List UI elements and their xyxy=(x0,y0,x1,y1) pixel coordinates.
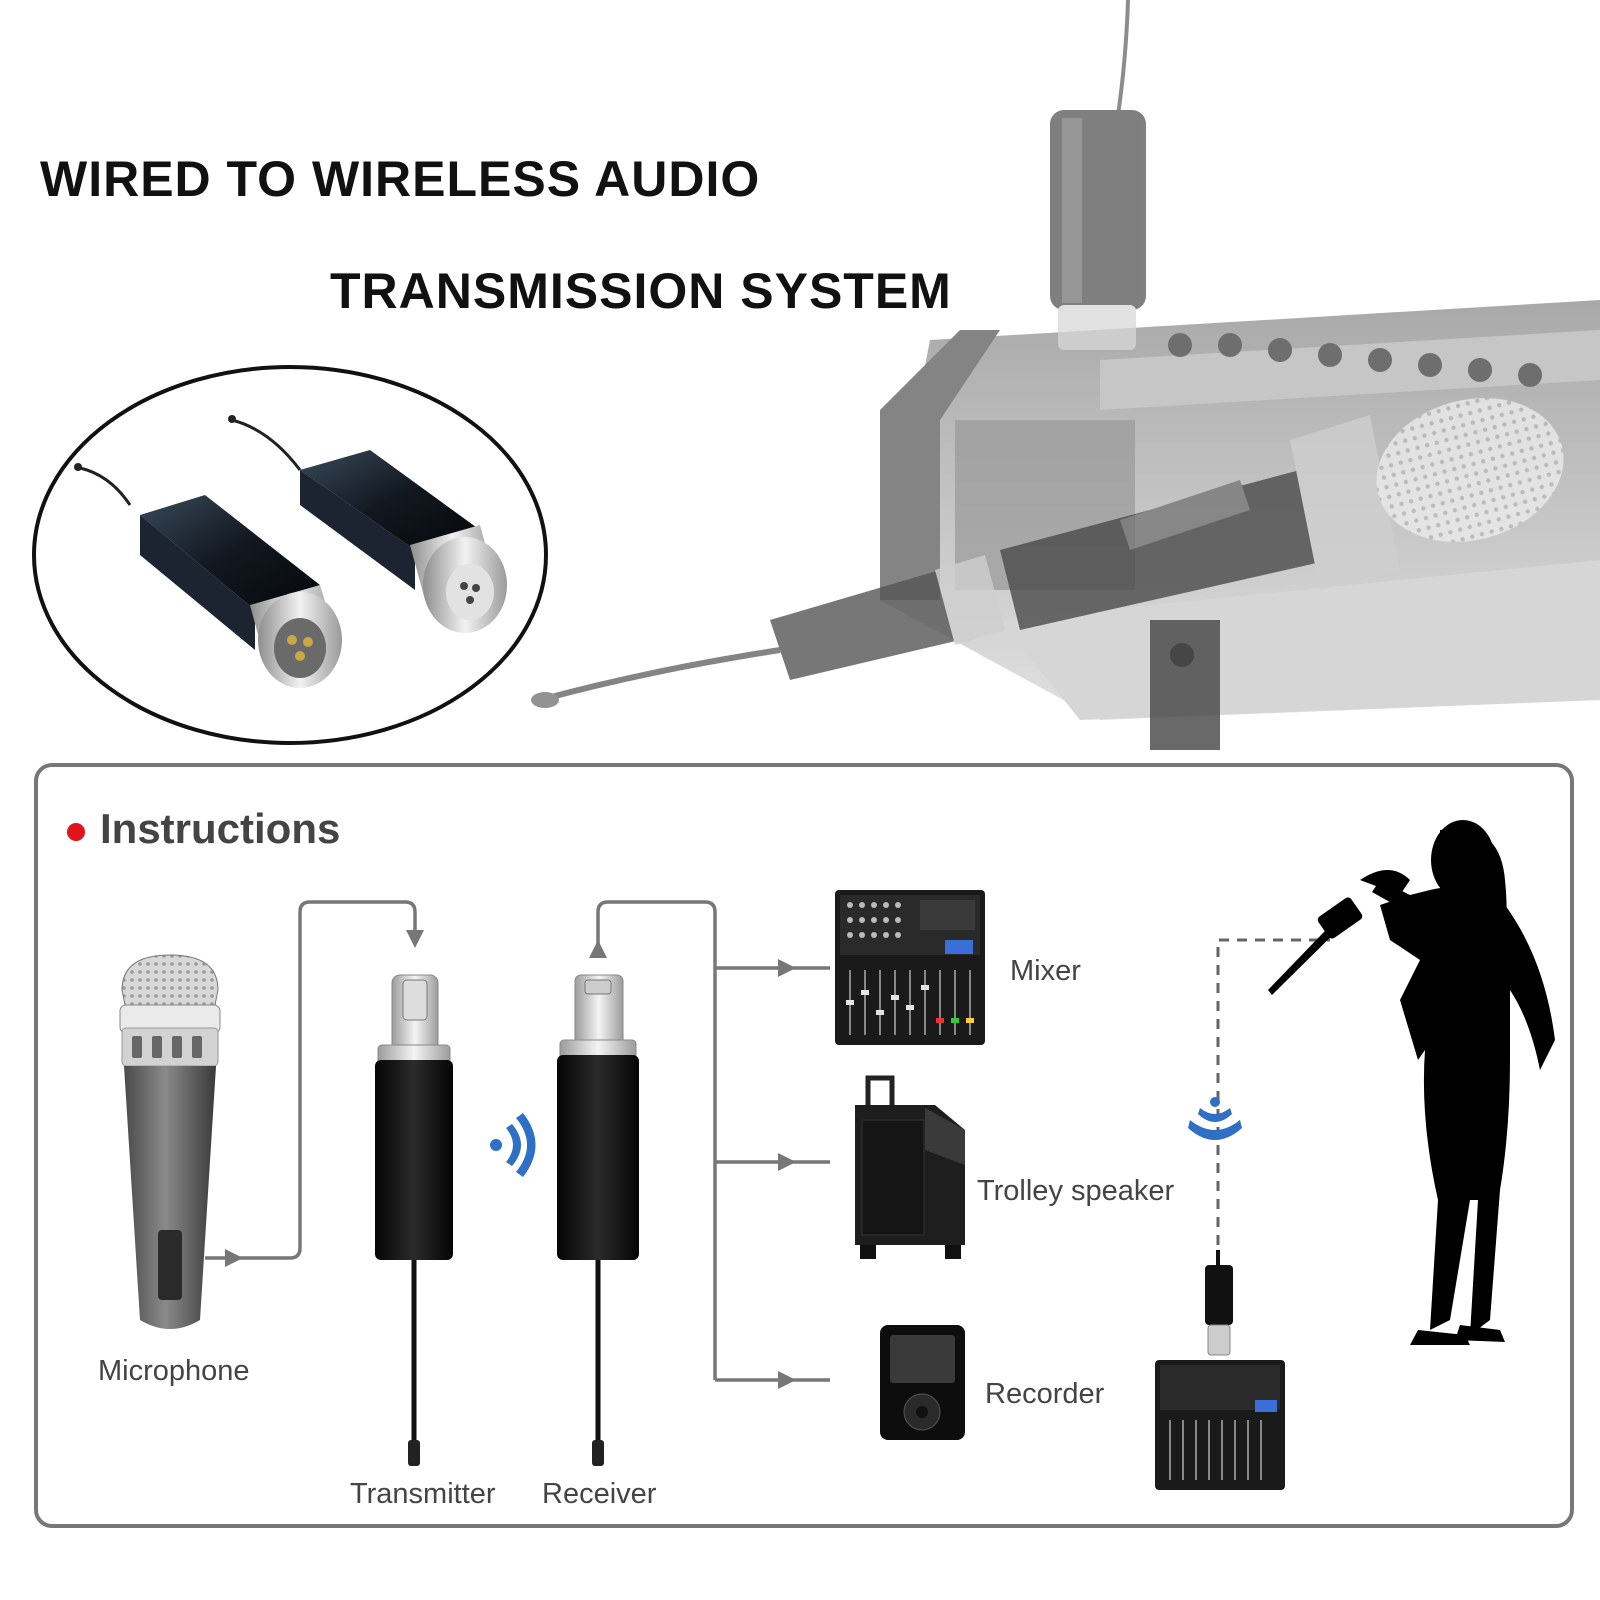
product-receiver-unit xyxy=(228,415,507,633)
bottom-mixer-icon xyxy=(1155,1360,1285,1490)
hanging-adapter xyxy=(1050,0,1146,350)
instructions-bullet xyxy=(67,823,85,841)
hero-microphone xyxy=(531,398,1564,750)
connector-lines xyxy=(205,900,830,1382)
instructions-heading: Instructions xyxy=(100,805,341,852)
label-microphone: Microphone xyxy=(98,1355,250,1387)
recorder-icon xyxy=(880,1325,965,1440)
label-recorder: Recorder xyxy=(985,1378,1105,1410)
receiver-icon xyxy=(557,974,639,1466)
product-transmitter-unit xyxy=(74,463,342,688)
wireless-signal-icon xyxy=(490,1113,536,1177)
dashed-connection xyxy=(1216,938,1330,1245)
instructions-panel xyxy=(34,763,1574,1528)
title-line-1: WIRED TO WIRELESS AUDIO xyxy=(40,151,761,207)
singer-silhouette-icon xyxy=(1268,820,1555,1345)
mixer-icon xyxy=(835,890,985,1045)
trolley-speaker-icon xyxy=(855,1075,965,1259)
transmitter-icon xyxy=(375,974,453,1466)
hero-illustration xyxy=(32,0,1600,750)
label-mixer: Mixer xyxy=(1010,955,1081,987)
label-trolley-speaker: Trolley speaker xyxy=(977,1175,1175,1207)
product-photo-frame xyxy=(32,365,548,745)
label-transmitter: Transmitter xyxy=(350,1478,496,1510)
wireless-signal-icon-2 xyxy=(1188,1097,1242,1140)
title-line-2: TRANSMISSION SYSTEM xyxy=(330,263,952,319)
microphone-icon xyxy=(119,954,221,1329)
label-receiver: Receiver xyxy=(542,1478,657,1510)
receiver-on-mixer-icon xyxy=(1205,1250,1233,1356)
connector-arrows xyxy=(225,930,796,1389)
